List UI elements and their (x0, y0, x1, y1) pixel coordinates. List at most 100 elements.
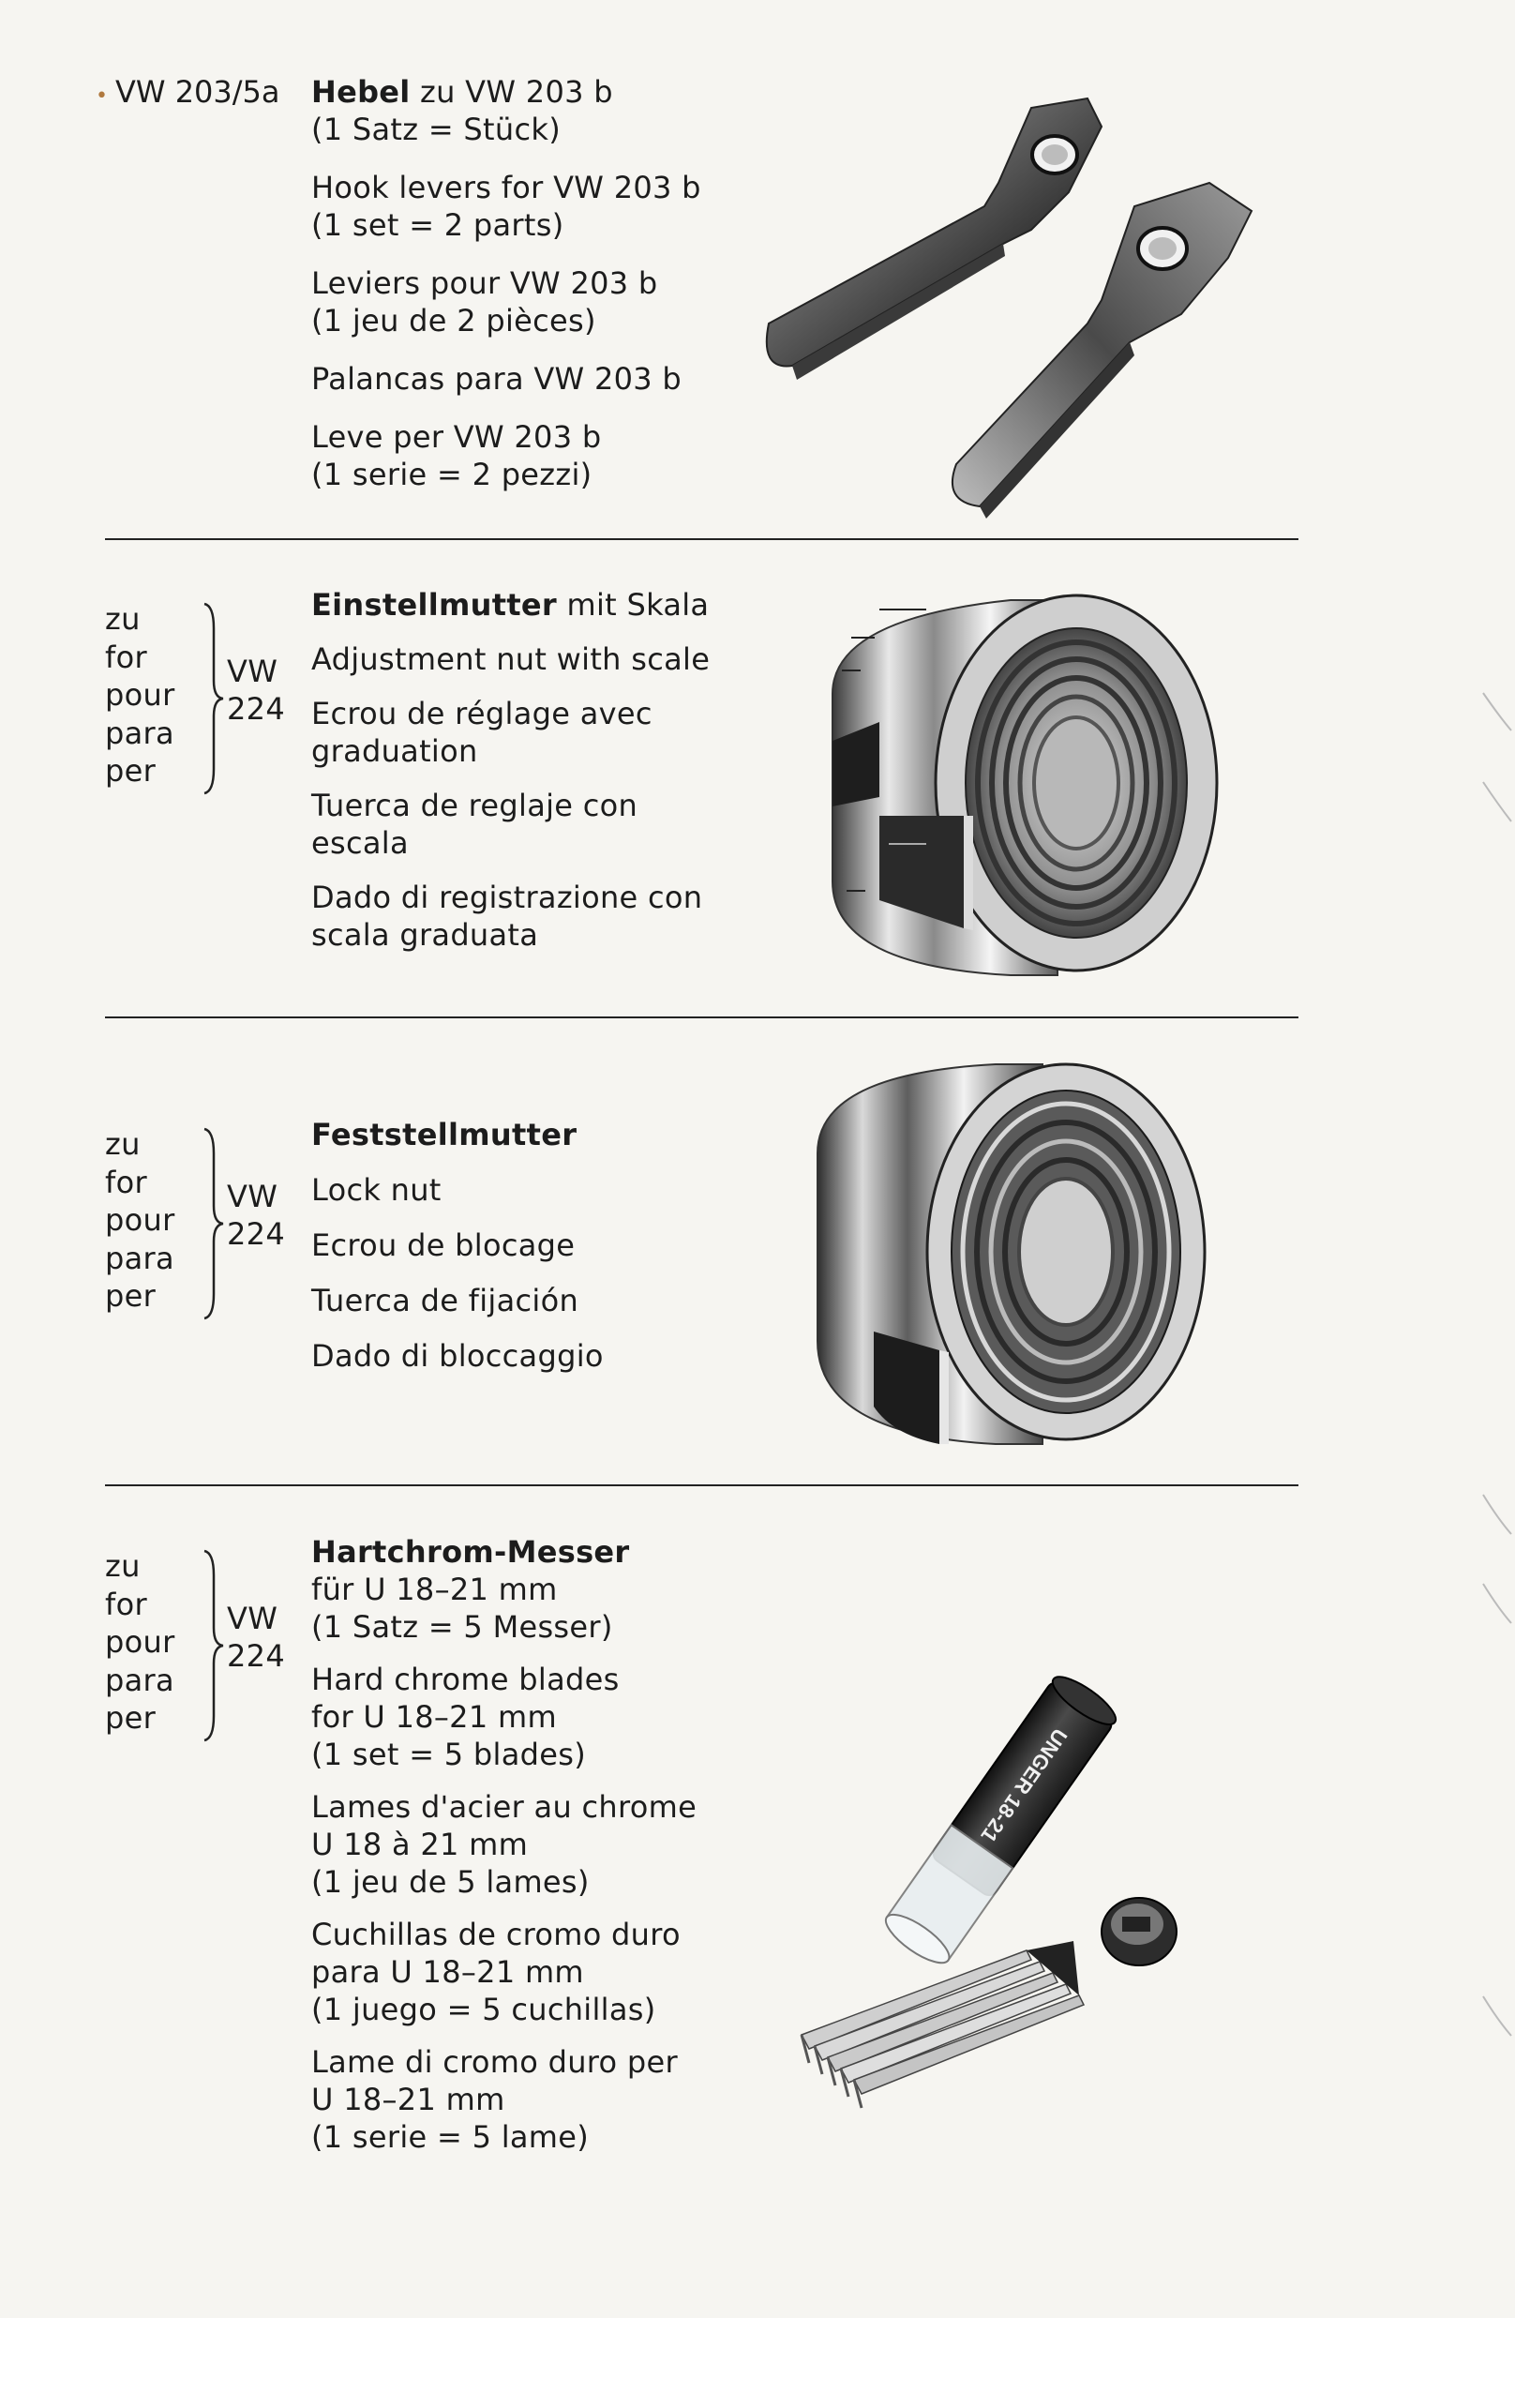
section-divider (105, 1484, 1298, 1486)
brace-icon (203, 1127, 224, 1320)
description-line: für U 18–21 mm (311, 1572, 558, 1607)
entry-english: Hook levers for VW 203 b (1 set = 2 part… (311, 169, 836, 244)
entry-english: Adjustment nut with scale (311, 640, 836, 678)
description-line: para U 18–21 mm (311, 1954, 584, 1990)
part-code: •VW 203/5a (96, 73, 280, 115)
binder-hole-mark (1482, 692, 1512, 731)
ref-word: pour (105, 1202, 175, 1238)
entry-italian: Dado di bloccaggio (311, 1337, 836, 1375)
entry-italian: Lame di cromo duro per U 18–21 mm (1 ser… (311, 2043, 836, 2156)
reference-target: VW 224 (227, 1178, 285, 1253)
description-line: (1 jeu de 5 lames) (311, 1864, 590, 1900)
ref-word: for (105, 1164, 147, 1200)
description-line: U 18–21 mm (311, 2082, 505, 2117)
ref-word: pour (105, 677, 175, 713)
binder-hole-mark (1482, 781, 1512, 822)
ref-target-line: VW (227, 654, 278, 689)
catalog-page: •VW 203/5a Hebel zu VW 203 b (1 Satz = S… (0, 0, 1515, 2318)
description-block: Einstellmutter mit Skala Adjustment nut … (311, 586, 836, 974)
ref-word: zu (105, 1548, 141, 1584)
description-line: Cuchillas de cromo duro (311, 1917, 681, 1952)
entry-italian: Dado di registrazione con scala graduata (311, 879, 836, 954)
entry-german: Feststellmutter (311, 1116, 836, 1153)
reference-words: zu for pour para per (105, 1125, 175, 1316)
description-block: Hartchrom-Messer für U 18–21 mm (1 Satz … (311, 1533, 836, 2176)
description-line: Einstellmutter mit Skala (311, 586, 836, 624)
binder-hole-mark (1482, 1583, 1512, 1624)
description-line: Hook levers for VW 203 b (311, 170, 701, 205)
entry-english: Hard chrome blades for U 18–21 mm (1 set… (311, 1661, 836, 1773)
part-code-text: VW 203/5a (114, 74, 280, 110)
ref-word: per (105, 1700, 157, 1736)
description-line: Ecrou de blocage (311, 1227, 576, 1263)
ref-target-line: 224 (227, 691, 285, 727)
section-adjustment-nut: zu for pour para per VW 224 Einstellmutt… (0, 544, 1515, 1013)
adjustment-nut-illustration (832, 594, 1219, 976)
ref-word: para (105, 1240, 174, 1276)
entry-spanish: Tuerca de reglaje con escala (311, 787, 836, 862)
ref-target-line: VW (227, 1179, 278, 1214)
part-name: Hartchrom-Messer (311, 1534, 630, 1570)
description-line: Lock nut (311, 1172, 442, 1208)
description-line: (1 set = 5 blades) (311, 1737, 586, 1772)
entry-german: Einstellmutter mit Skala (311, 586, 836, 624)
entry-spanish: Tuerca de fijación (311, 1282, 836, 1319)
lever-2 (952, 181, 1253, 519)
bullet-mark: • (96, 84, 108, 108)
description-line: Palancas para VW 203 b (311, 361, 682, 397)
entry-english: Lock nut (311, 1171, 836, 1209)
ref-target-line: 224 (227, 1638, 285, 1674)
brace-icon (203, 1549, 224, 1742)
ref-target-line: 224 (227, 1216, 285, 1252)
blade-tube: UNGER 18-21 (884, 1676, 1118, 1964)
section-hook-levers: •VW 203/5a Hebel zu VW 203 b (1 Satz = S… (0, 0, 1515, 534)
binder-hole-mark (1482, 1995, 1512, 2037)
description-line: Adjustment nut with scale (311, 641, 711, 677)
description-line: (1 jeu de 2 pièces) (311, 303, 596, 339)
description-line: (1 Satz = Stück) (311, 112, 561, 147)
section-divider (105, 538, 1298, 540)
description-line: Feststellmutter (311, 1116, 836, 1153)
ref-word: per (105, 753, 157, 789)
brace-icon (203, 602, 224, 795)
section-chrome-blades: zu for pour para per VW 224 Hartchrom-Me… (0, 1491, 1515, 2204)
description-line: (1 serie = 2 pezzi) (311, 457, 592, 492)
description-line: for U 18–21 mm (311, 1699, 557, 1735)
ref-word: per (105, 1278, 157, 1314)
description-block: Feststellmutter Lock nut Ecrou de blocag… (311, 1116, 836, 1395)
entry-german: Hebel zu VW 203 b (1 Satz = Stück) (311, 73, 836, 148)
description-line: Lame di cromo duro per (311, 2044, 678, 2080)
ref-word: for (105, 639, 147, 675)
entry-spanish: Cuchillas de cromo duro para U 18–21 mm … (311, 1916, 836, 2028)
description-line: Lames d'acier au chrome (311, 1789, 698, 1825)
tube-cap (1101, 1897, 1178, 1966)
lock-nut-illustration (817, 1062, 1207, 1445)
reference-target: VW 224 (227, 653, 285, 728)
part-name: Feststellmutter (311, 1117, 578, 1152)
description-line: U 18 à 21 mm (311, 1827, 529, 1862)
description-line: (1 Satz = 5 Messer) (311, 1609, 613, 1645)
description-line: Tuerca de reglaje con (311, 788, 638, 823)
reference-group: zu for pour para per VW 224 (105, 1125, 285, 1320)
part-name-rest: mit Skala (557, 587, 710, 623)
ref-word: pour (105, 1624, 175, 1660)
lever-1 (765, 97, 1103, 380)
chrome-blades-illustration: UNGER 18-21 (800, 1676, 1178, 2109)
description-block: Hebel zu VW 203 b (1 Satz = Stück) Hook … (311, 73, 836, 514)
reference-group: zu for pour para per VW 224 (105, 600, 285, 795)
description-line: Leviers pour VW 203 b (311, 265, 658, 301)
section-lock-nut: zu for pour para per VW 224 Feststellmut… (0, 1022, 1515, 1482)
binder-hole-mark (1482, 1494, 1512, 1535)
description-line: Dado di registrazione con (311, 880, 703, 915)
reference-words: zu for pour para per (105, 1547, 175, 1738)
entry-german: Hartchrom-Messer für U 18–21 mm (1 Satz … (311, 1533, 836, 1646)
description-line: (1 set = 2 parts) (311, 207, 564, 243)
description-line: escala (311, 825, 409, 861)
ref-word: zu (105, 1126, 141, 1162)
part-name: Hebel (311, 74, 411, 110)
description-line: scala graduata (311, 917, 539, 953)
description-line: (1 juego = 5 cuchillas) (311, 1992, 656, 2027)
ref-word: para (105, 715, 174, 751)
entry-spanish: Palancas para VW 203 b (311, 360, 836, 398)
ref-word: para (105, 1662, 174, 1698)
